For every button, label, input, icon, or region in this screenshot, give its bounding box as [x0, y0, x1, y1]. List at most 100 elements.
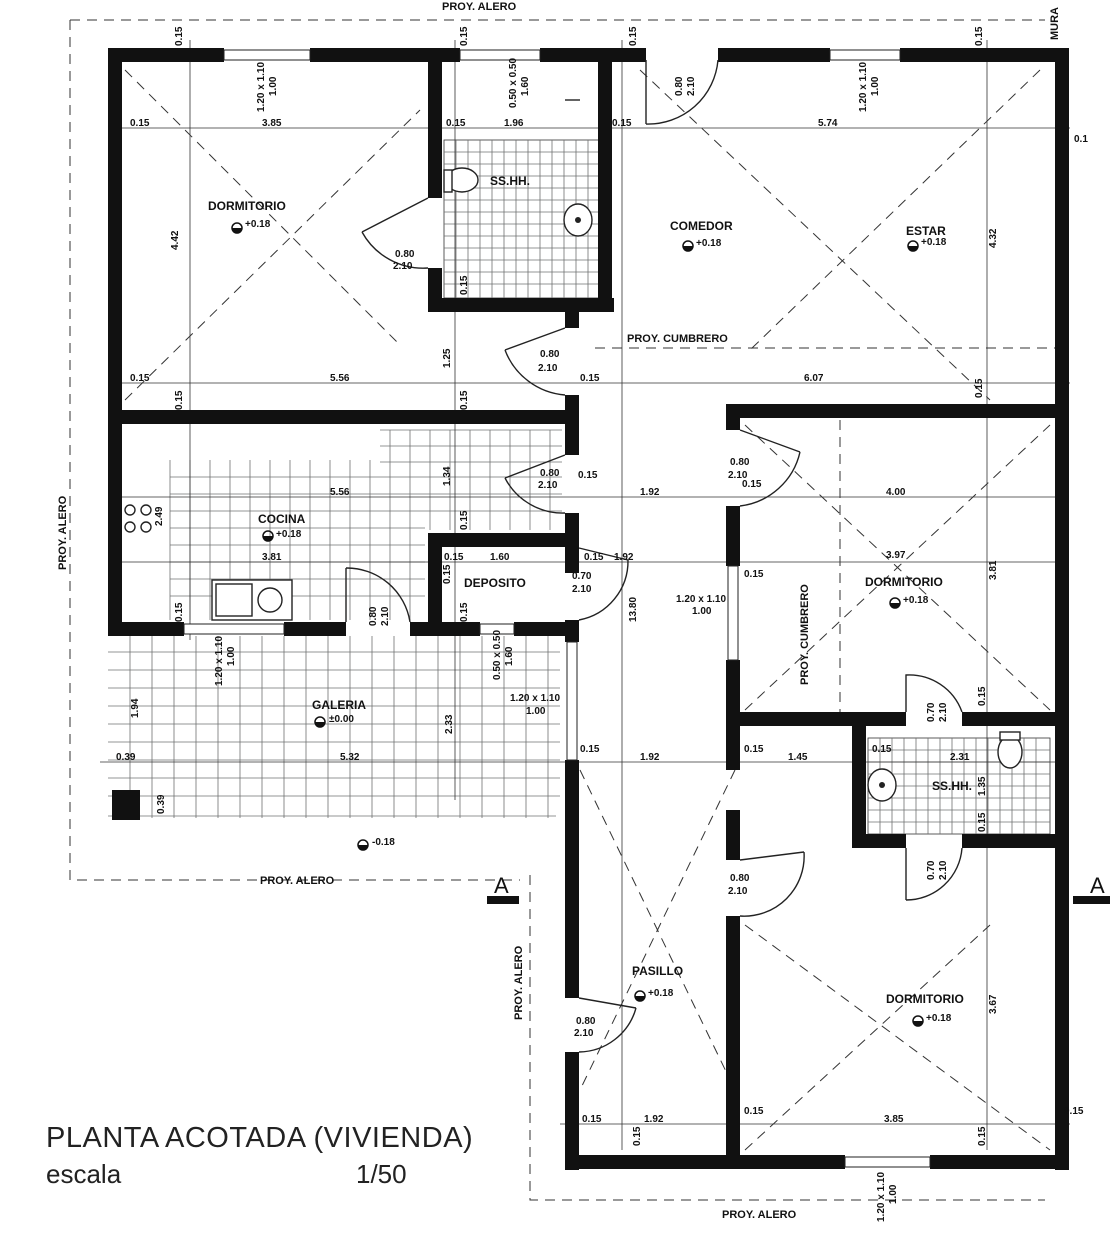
room-level-cocina: +0.18: [276, 529, 302, 540]
dim-532: 5.32: [340, 752, 360, 763]
door-width-label: 0.80: [730, 873, 750, 884]
window-size-label: 0.50 x 0.50: [508, 58, 519, 108]
proj-alero-mid-label: PROY. ALERO: [260, 875, 335, 887]
window-sill-label: 1.00: [692, 606, 712, 617]
room-name-sshh-1: SS.HH.: [490, 174, 530, 188]
window-sill-label: 1.00: [268, 76, 279, 96]
dim-v-381: 3.81: [988, 560, 999, 580]
room-name-sshh-2: SS.HH.: [932, 779, 972, 793]
dim-039: 0.39: [116, 752, 136, 763]
scale-row: escala 1/50: [46, 1159, 473, 1195]
dim-231: 2.31: [950, 752, 970, 763]
section-marks: [487, 896, 1110, 904]
dim-574: 5.74: [818, 118, 838, 129]
level-markers: [231, 222, 924, 1027]
dim-196: 1.96: [504, 118, 524, 129]
dim-015: 0.15: [872, 744, 892, 755]
dim-v-367: 3.67: [988, 994, 999, 1014]
dim-v-194: 1.94: [130, 698, 141, 718]
dim-015: 0.15: [582, 1114, 602, 1125]
room-name-galeria: GALERIA: [312, 698, 366, 712]
dim-160: 1.60: [490, 552, 510, 563]
dim-015: 0.15: [1064, 1106, 1084, 1117]
room-name-dormitorio-3: DORMITORIO: [886, 992, 964, 1006]
dim-015: 0.15: [742, 479, 762, 490]
door-height-label: 2.10: [572, 584, 592, 595]
dim-015: 0.15: [612, 118, 632, 129]
dim-015: 0.15: [744, 569, 764, 580]
dim-v-015: 0.15: [459, 602, 470, 622]
room-name-estar: ESTAR: [906, 224, 946, 238]
door-height-label: 2.10: [686, 76, 697, 96]
dim-556-b: 5.56: [330, 487, 350, 498]
door-height-label: 2.10: [538, 480, 558, 491]
door-height-label: 2.10: [728, 886, 748, 897]
door-width-label: 0.80: [730, 457, 750, 468]
dim-v-015: 0.15: [977, 1126, 988, 1146]
proj-alero-left-label: PROY. ALERO: [57, 495, 69, 570]
dim-015: 0.15: [744, 1106, 764, 1117]
dim-v-015: 0.15: [459, 275, 470, 295]
section-mark-left: A: [494, 873, 509, 898]
door-height-label: 2.10: [393, 261, 413, 272]
proj-cumbrero-v-label: PROY. CUMBRERO: [799, 584, 811, 685]
dim-v-015: 0.15: [459, 26, 470, 46]
door-height-label: 2.10: [938, 702, 949, 722]
room-name-cocina: COCINA: [258, 512, 306, 526]
door-width-label: 0.70: [926, 702, 937, 722]
door-height-label: 2.10: [728, 470, 748, 481]
door-width-label: 0.70: [572, 571, 592, 582]
dim-192-c: 1.92: [640, 752, 660, 763]
room-level-dormitorio-1: +0.18: [245, 219, 271, 230]
door-height-label: 2.10: [380, 606, 391, 626]
door-width-label: 0.80: [576, 1016, 596, 1027]
dim-v-249: 2.49: [154, 506, 165, 526]
dim-v-1380: 13.80: [628, 597, 639, 622]
window-sill-label: 1.60: [504, 646, 515, 666]
scale-label: escala: [46, 1159, 122, 1189]
dim-385-bottom: 3.85: [884, 1114, 904, 1125]
projection-lines: [69, 19, 1055, 1201]
dim-015: 0.15: [130, 373, 150, 384]
window-sill-label: 1.00: [870, 76, 881, 96]
room-level-galeria: ±0.00: [329, 714, 354, 725]
door-width-label: 0.80: [540, 349, 560, 360]
window-size-label: 1.20 x 1.10: [214, 636, 225, 686]
dim-v-015: 0.15: [628, 26, 639, 46]
muro-label: MURA: [1049, 7, 1061, 40]
dim-v-039: 0.39: [156, 794, 167, 814]
scale-value: 1/50: [356, 1159, 407, 1189]
room-name-pasillo: PASILLO: [632, 964, 683, 978]
window-size-label: 0.50 x 0.50: [492, 630, 503, 680]
dim-556-a: 5.56: [330, 373, 350, 384]
dim-015: 0.15: [580, 744, 600, 755]
dim-v-432: 4.32: [988, 228, 999, 248]
dim-v-015: 0.15: [974, 378, 985, 398]
windows: [183, 49, 931, 1168]
dim-015: 0.15: [578, 470, 598, 481]
room-name-comedor: COMEDOR: [670, 219, 733, 233]
room-name-dormitorio-2: DORMITORIO: [865, 575, 943, 589]
dim-v-233: 2.33: [444, 714, 455, 734]
dim-v-015: 0.15: [977, 812, 988, 832]
door-height-label: 2.10: [938, 860, 949, 880]
window-size-label: 1.20 x 1.10: [876, 1172, 887, 1222]
dim-v-125: 1.25: [442, 348, 453, 368]
door-width-label: 0.80: [368, 606, 379, 626]
room-level-dormitorio-2: +0.18: [903, 595, 929, 606]
dim-v-015: 0.15: [459, 390, 470, 410]
proj-alero-top-label: PROY. ALERO: [442, 1, 517, 13]
door-height-label: 2.10: [574, 1028, 594, 1039]
dim-v-134: 1.34: [442, 466, 453, 486]
walls: [108, 48, 1069, 1170]
dim-015: 0.15: [584, 552, 604, 563]
dim-v-015: 0.15: [632, 1126, 643, 1146]
level-exterior: -0.18: [372, 837, 395, 848]
plan-title: PLANTA ACOTADA (VIVIENDA): [46, 1122, 474, 1154]
dim-607: 6.07: [804, 373, 824, 384]
dim-192-b: 1.92: [614, 552, 634, 563]
dim-v-015: 0.15: [977, 686, 988, 706]
room-name-deposito: DEPOSITO: [464, 576, 526, 590]
dim-v-015: 0.15: [174, 26, 185, 46]
